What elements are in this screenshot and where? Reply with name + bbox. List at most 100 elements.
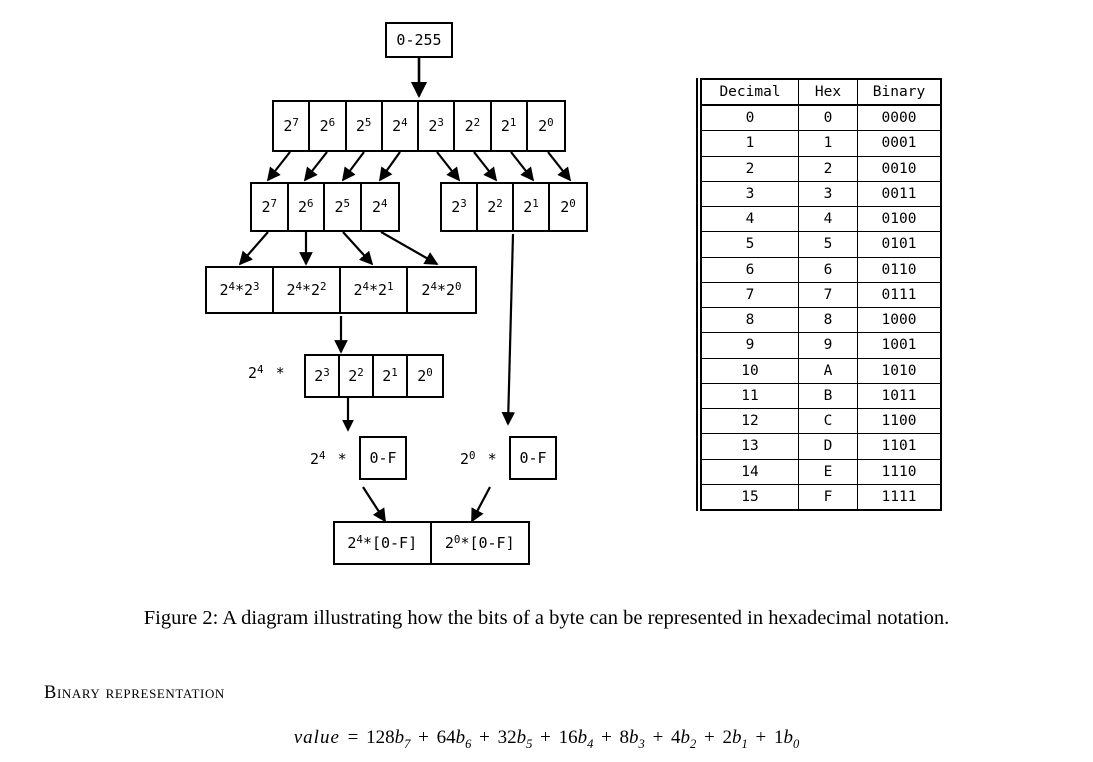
term-coefficient: 128	[366, 727, 395, 748]
formula-plus: +	[413, 727, 434, 748]
high-nibble-cell: 27	[252, 184, 289, 230]
byte-range-box: 0-255	[385, 22, 453, 58]
high-nibble-cell: 25	[325, 184, 362, 230]
cell-decimal: 11	[700, 382, 799, 410]
bit-exponent: 1	[532, 196, 539, 210]
high-nibble-cell: 24	[362, 184, 398, 230]
factor-operator: *	[275, 364, 285, 382]
formula-plus: +	[750, 727, 771, 748]
product-left-base: 2	[219, 280, 229, 299]
factored-row: 23 22 21 20	[304, 354, 444, 398]
cell-hex: C	[798, 408, 858, 435]
term-coefficient: 16	[558, 727, 578, 748]
result-base: 2	[347, 533, 357, 552]
bit-exponent: 2	[357, 365, 364, 379]
factored-cell: 22	[340, 356, 375, 396]
cell-hex: 5	[798, 231, 858, 258]
term-bit-symbol: b	[394, 727, 405, 748]
bit-cell: 20	[528, 102, 564, 150]
arrow-b4	[378, 151, 401, 182]
factored-row-factor: 24 *	[248, 363, 288, 382]
term-bit-index: 2	[690, 736, 697, 751]
result-cell: 24*[0-F]	[335, 523, 432, 563]
bit-base: 2	[372, 197, 382, 216]
factor-exponent: 4	[257, 363, 264, 377]
product-left-base: 2	[353, 280, 363, 299]
arrow-b3	[436, 151, 461, 182]
low-nibble-cell: 20	[550, 184, 586, 230]
bit-exponent: 5	[364, 115, 372, 129]
product-right-base: 2	[378, 280, 388, 299]
formula-term: 4b2	[671, 727, 697, 751]
cell-decimal: 7	[700, 281, 799, 309]
cell-decimal: 4	[700, 206, 799, 233]
term-bit-symbol: b	[577, 727, 588, 748]
cell-hex: 2	[798, 155, 858, 182]
cell-binary: 0000	[857, 104, 942, 132]
cell-binary: 0110	[857, 256, 942, 283]
term-bit-index: 1	[741, 736, 748, 751]
cell-hex: 9	[798, 332, 858, 359]
cell-decimal: 12	[700, 408, 799, 435]
bit-cell: 27	[274, 102, 311, 150]
high-hex-digit-label: 0-F	[369, 448, 397, 467]
column-header-hex: Hex	[798, 78, 858, 107]
cell-binary: 1110	[857, 458, 942, 485]
term-coefficient: 1	[774, 727, 784, 748]
high-hex-operator: *	[337, 450, 347, 468]
bit-base: 2	[500, 116, 510, 135]
cell-hex: F	[798, 483, 858, 511]
cell-hex: 6	[798, 256, 858, 283]
cell-hex: 4	[798, 206, 858, 233]
term-bit-index: 7	[404, 736, 411, 751]
bit-exponent: 6	[307, 196, 314, 210]
term-bit-symbol: b	[783, 727, 794, 748]
byte-bit-row: 27 26 25 24 23 22 21 20	[272, 100, 566, 152]
term-bit-symbol: b	[680, 727, 691, 748]
cell-binary: 0010	[857, 155, 942, 182]
formula-term: 2b1	[723, 727, 748, 751]
bit-base: 2	[392, 116, 402, 135]
low-hex-digit-label: 0-F	[519, 448, 547, 467]
high-hex-exponent: 4	[319, 449, 326, 463]
bit-base: 2	[283, 116, 293, 135]
term-bit-symbol: b	[732, 727, 742, 748]
high-hex-digit-box: 0-F	[359, 436, 407, 480]
product-right-exponent: 2	[320, 279, 327, 293]
cell-hex: 1	[798, 130, 858, 157]
result-cell: 20*[0-F]	[432, 523, 528, 563]
cell-decimal: 14	[700, 458, 799, 485]
cell-decimal: 2	[700, 155, 799, 182]
bit-exponent: 7	[270, 196, 278, 210]
cell-hex: 7	[798, 281, 858, 309]
bit-base: 2	[487, 197, 497, 216]
term-coefficient: 8	[619, 727, 630, 748]
bit-base: 2	[319, 116, 329, 135]
cell-decimal: 0	[700, 104, 799, 132]
bit-exponent: 2	[473, 115, 481, 129]
bit-exponent: 0	[547, 115, 554, 129]
product-row: 24*23 24*22 24*21 24*20	[205, 266, 477, 314]
product-left-base: 2	[286, 280, 296, 299]
low-hex-operator: *	[487, 450, 497, 468]
bit-cell: 26	[310, 102, 347, 150]
product-operator: *	[234, 280, 245, 299]
product-left-exponent: 4	[295, 279, 302, 293]
cell-hex: 3	[798, 180, 858, 208]
formula-plus: +	[474, 727, 495, 748]
bit-base: 2	[298, 197, 308, 216]
bit-base: 2	[417, 366, 427, 385]
section-heading: Binary representation	[44, 683, 225, 703]
factor-base: 2	[248, 364, 258, 382]
formula-plus: +	[699, 727, 720, 748]
result-exponent: 4	[356, 532, 363, 546]
bit-exponent: 5	[343, 196, 351, 210]
bit-cell: 22	[455, 102, 492, 150]
